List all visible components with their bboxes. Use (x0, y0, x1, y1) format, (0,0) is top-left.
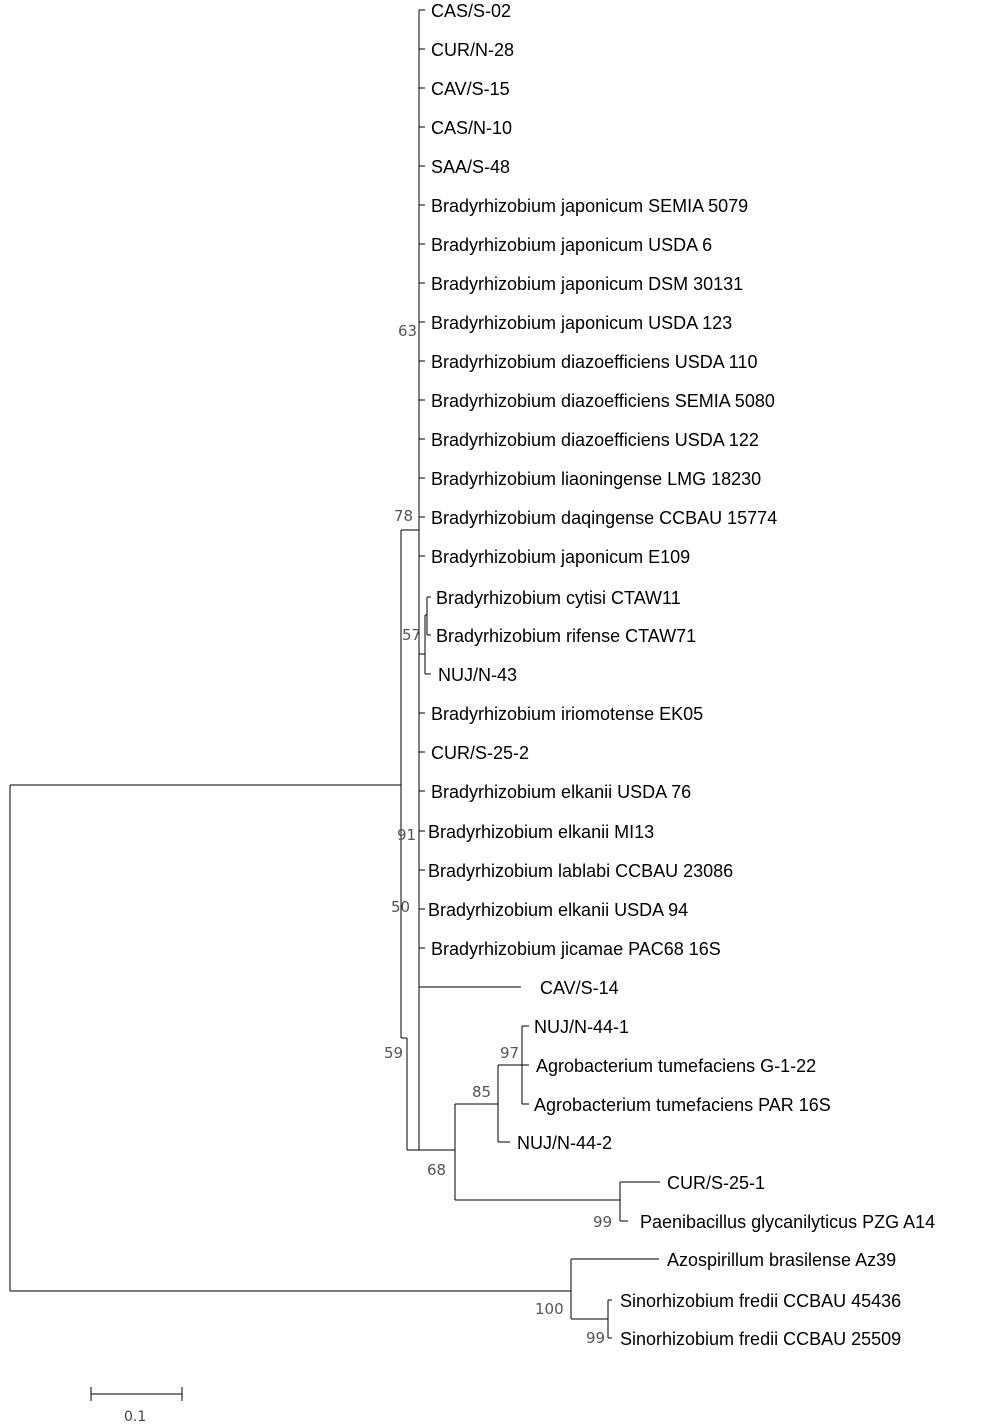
taxon-label: NUJ/N-44-1 (534, 1017, 629, 1037)
scale-bar-line (90, 1387, 183, 1401)
bootstrap-value: 99 (593, 1213, 612, 1231)
scale-bar: 0.1 (90, 1387, 183, 1425)
taxon-label: Bradyrhizobium elkanii MI13 (428, 822, 654, 842)
taxon-label: Agrobacterium tumefaciens G-1-22 (536, 1056, 816, 1076)
bootstrap-value: 78 (394, 507, 413, 525)
taxon-label: CAV/S-14 (540, 978, 619, 998)
taxon-label: CAS/S-02 (431, 1, 511, 21)
taxon-label: Sinorhizobium fredii CCBAU 45436 (620, 1291, 901, 1311)
node-91-branch (419, 751, 521, 988)
taxon-label: Bradyrhizobium daqingense CCBAU 15774 (431, 508, 777, 528)
taxon-label: Bradyrhizobium jicamae PAC68 16S (431, 939, 721, 959)
bootstrap-value: 100 (535, 1300, 564, 1318)
taxon-label: SAA/S-48 (431, 157, 510, 177)
bootstrap-value: 57 (402, 626, 421, 644)
bootstrap-value: 63 (398, 322, 417, 340)
node-59-branch (401, 1037, 455, 1151)
taxon-label: Bradyrhizobium japonicum E109 (431, 547, 690, 567)
bootstrap-value: 99 (586, 1329, 605, 1347)
taxon-label: Bradyrhizobium japonicum USDA 123 (431, 313, 732, 333)
scale-bar-label: 0.1 (124, 1409, 146, 1425)
taxon-label: Bradyrhizobium diazoefficiens SEMIA 5080 (431, 391, 775, 411)
taxon-label: NUJ/N-43 (438, 665, 517, 685)
bootstrap-values: 63 78 57 91 50 59 97 85 68 99 100 99 (384, 322, 612, 1347)
taxon-label: Paenibacillus glycanilyticus PZG A14 (640, 1212, 935, 1232)
taxon-labels: CAS/S-02 CUR/N-28 CAV/S-15 CAS/N-10 SAA/… (428, 1, 935, 1349)
taxon-label: CUR/S-25-1 (667, 1173, 765, 1193)
taxon-label: Bradyrhizobium cytisi CTAW11 (436, 588, 681, 608)
taxon-label: Bradyrhizobium japonicum DSM 30131 (431, 274, 743, 294)
node-78-branch (401, 10, 420, 1150)
taxon-label: Agrobacterium tumefaciens PAR 16S (534, 1095, 831, 1115)
taxon-label: Sinorhizobium fredii CCBAU 25509 (620, 1329, 901, 1349)
leaf-branches-top (419, 9, 425, 714)
taxon-label: Bradyrhizobium liaoningense LMG 18230 (431, 469, 761, 489)
taxon-label: CAV/S-15 (431, 79, 510, 99)
bootstrap-value: 59 (384, 1044, 403, 1062)
bootstrap-value: 91 (397, 826, 416, 844)
taxon-label: Bradyrhizobium iriomotense EK05 (431, 704, 703, 724)
node-85-branch (497, 1025, 529, 1143)
taxon-label: Bradyrhizobium rifense CTAW71 (436, 626, 696, 646)
node-68-branch (454, 1103, 620, 1201)
taxon-label: Bradyrhizobium japonicum SEMIA 5079 (431, 196, 748, 216)
node-99a-branch (619, 1181, 660, 1222)
taxon-label: Azospirillum brasilense Az39 (667, 1250, 896, 1270)
node-57-branch (419, 596, 431, 675)
taxon-label: Bradyrhizobium diazoefficiens USDA 122 (431, 430, 759, 450)
tree-branches (9, 9, 660, 1339)
taxon-label: CUR/N-28 (431, 40, 514, 60)
bootstrap-value: 85 (472, 1083, 491, 1101)
node-100-branch (570, 1258, 659, 1339)
root-branch (9, 784, 571, 1292)
taxon-label: Bradyrhizobium elkanii USDA 76 (431, 782, 691, 802)
taxon-label: CAS/N-10 (431, 118, 512, 138)
bootstrap-value: 97 (500, 1044, 519, 1062)
taxon-label: NUJ/N-44-2 (517, 1133, 612, 1153)
taxon-label: Bradyrhizobium lablabi CCBAU 23086 (428, 861, 733, 881)
bootstrap-value: 50 (391, 898, 410, 916)
taxon-label: CUR/S-25-2 (431, 743, 529, 763)
taxon-label: Bradyrhizobium japonicum USDA 6 (431, 235, 712, 255)
bootstrap-value: 68 (427, 1161, 446, 1179)
taxon-label: Bradyrhizobium diazoefficiens USDA 110 (431, 352, 758, 372)
taxon-label: Bradyrhizobium elkanii USDA 94 (428, 900, 688, 920)
